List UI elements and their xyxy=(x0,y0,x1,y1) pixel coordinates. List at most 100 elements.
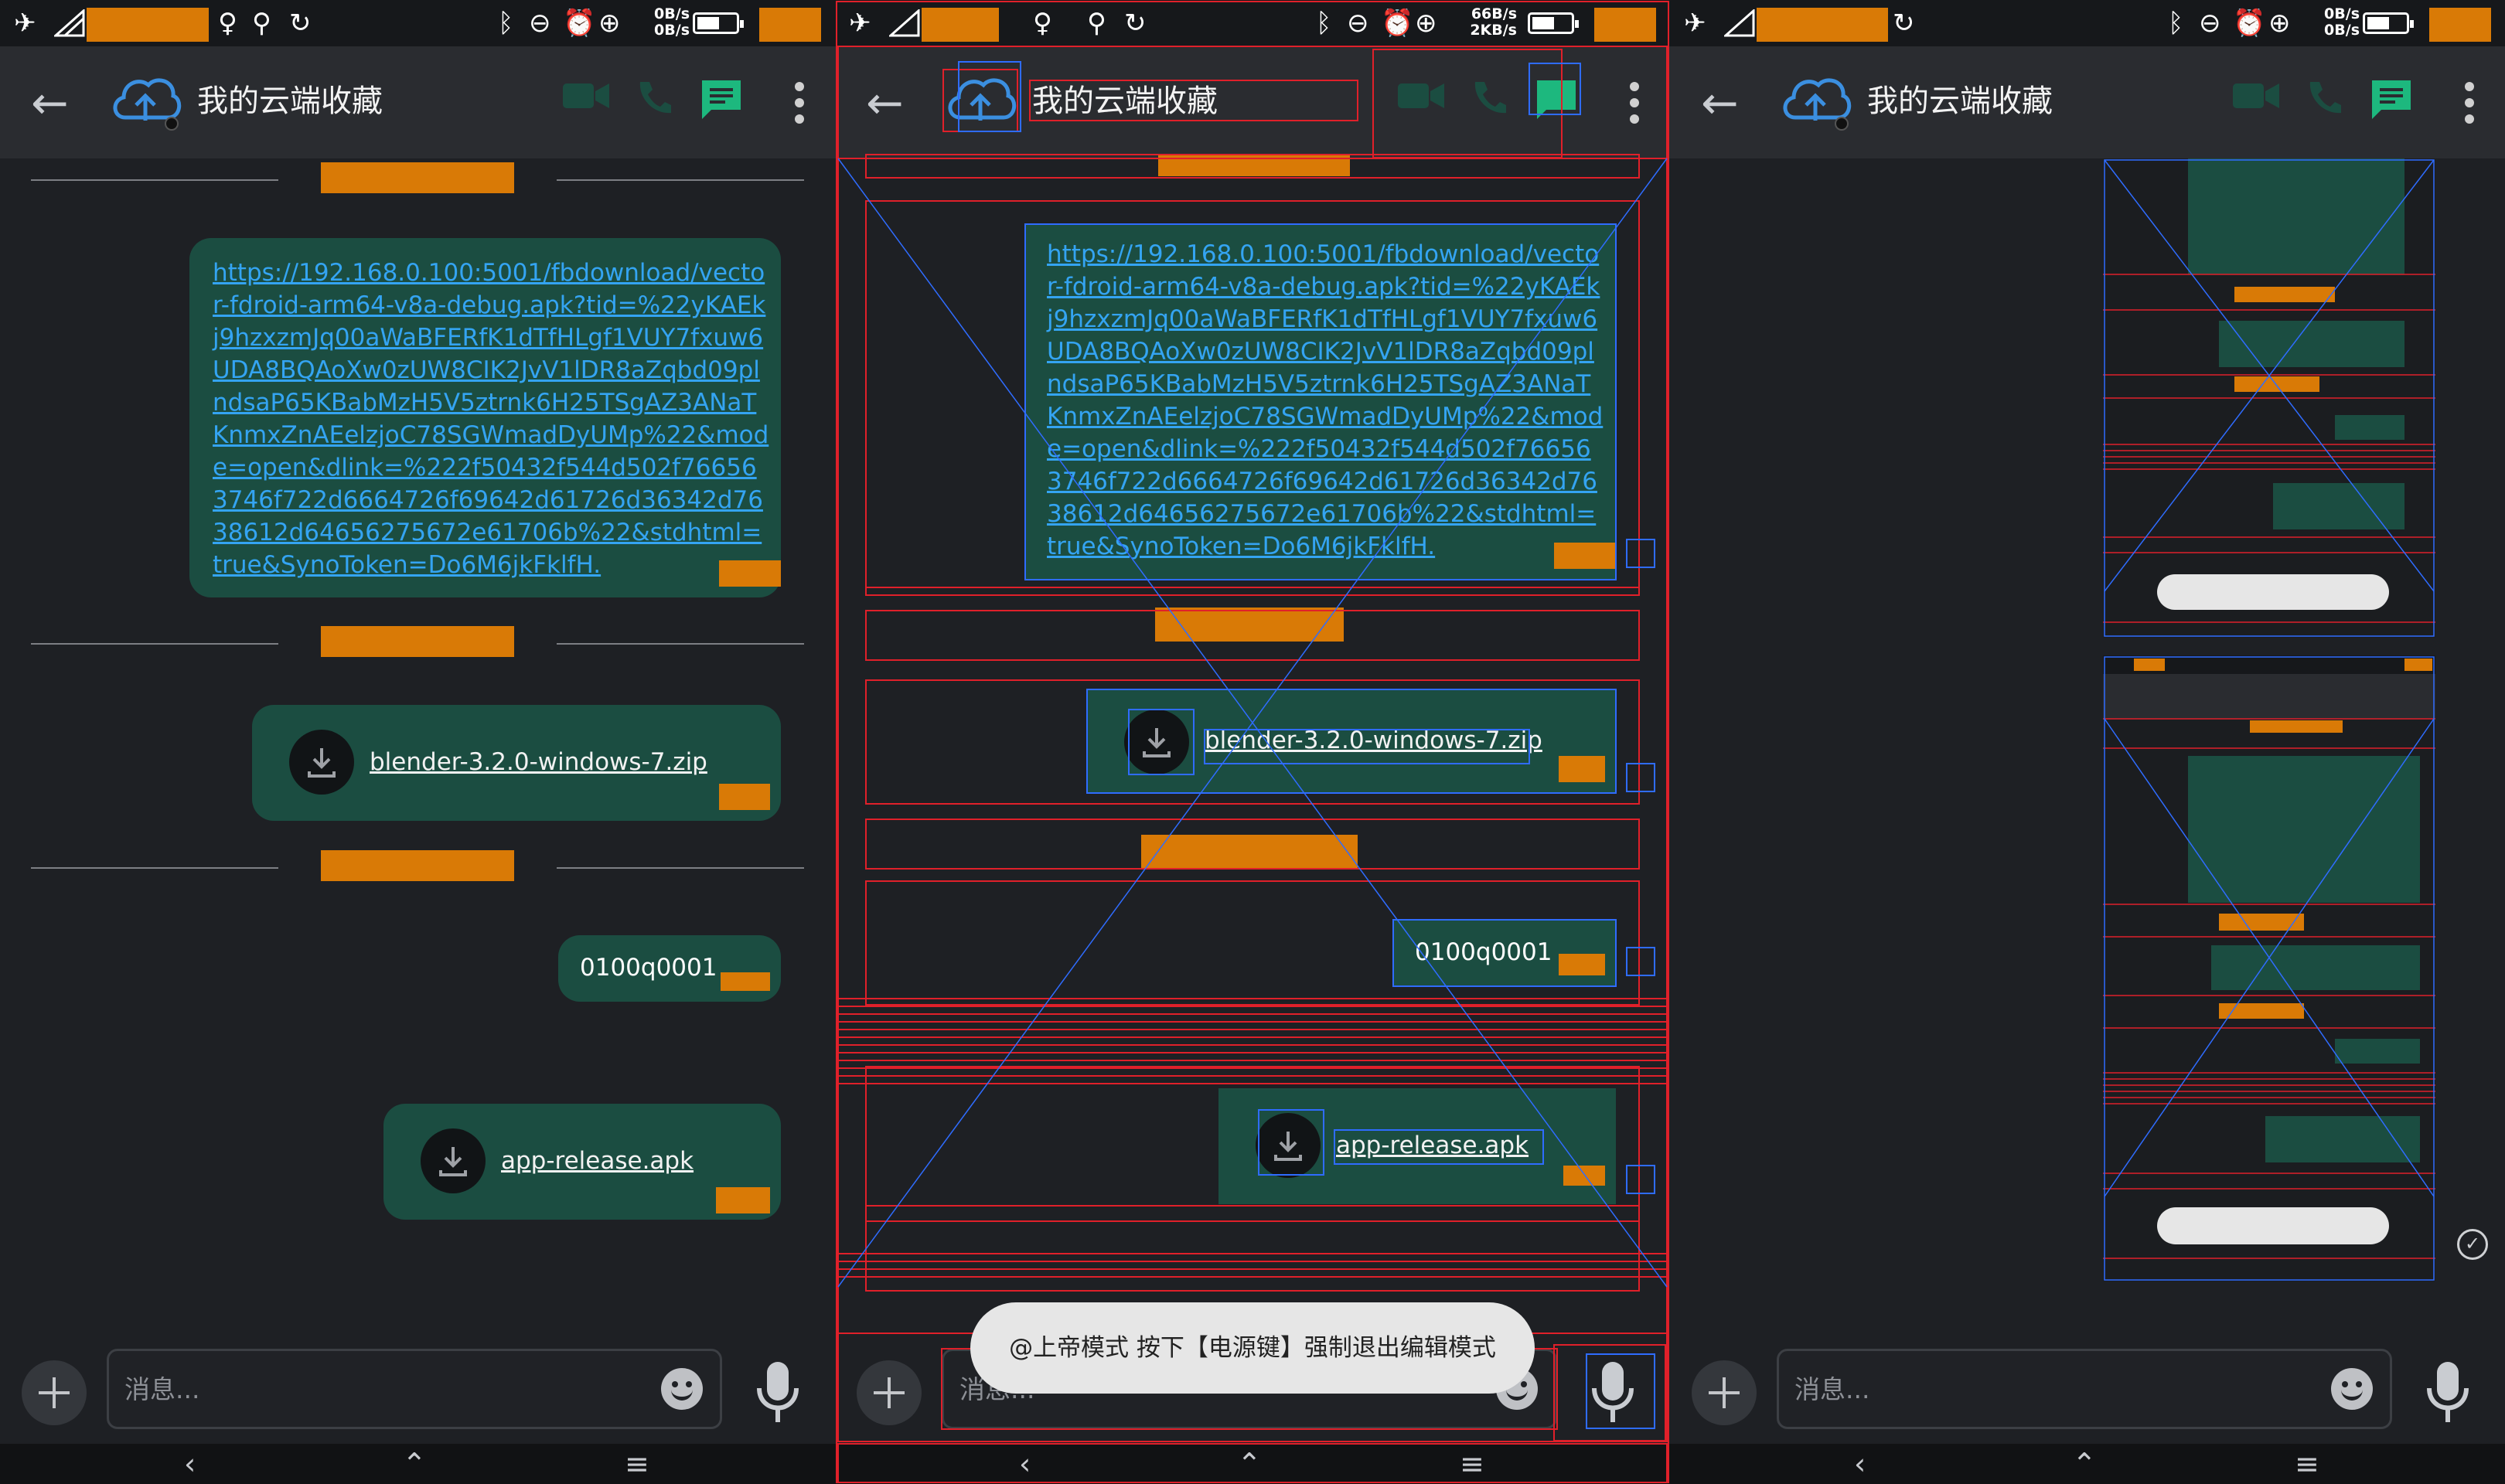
nav-bar: ‹ ⌃ ≡ xyxy=(835,1444,1670,1484)
bluetooth-icon: ᛒ xyxy=(2168,8,2184,39)
date-divider xyxy=(31,162,804,196)
mic-icon[interactable] xyxy=(2420,1357,2476,1427)
airplane-icon: ✈ xyxy=(14,8,36,39)
file-bubble[interactable]: blender-3.2.0-windows-7.zip xyxy=(252,705,781,821)
emoji-icon[interactable] xyxy=(2331,1368,2373,1410)
layout-thumbnail-top xyxy=(2103,158,2435,638)
file-name[interactable]: app-release.apk xyxy=(501,1147,694,1175)
redacted-carrier xyxy=(922,8,999,42)
back-arrow-icon[interactable]: ← xyxy=(31,77,69,129)
redacted-timestamp xyxy=(721,972,770,991)
sms-icon[interactable] xyxy=(2370,79,2412,121)
file-bubble[interactable]: app-release.apk xyxy=(1218,1088,1616,1204)
redacted-carrier xyxy=(87,8,209,42)
message-link[interactable]: https://192.168.0.100:5001/fbdownload/ve… xyxy=(213,259,769,579)
page-title: 我的云端收藏 xyxy=(197,83,383,119)
nav-bar: ‹ ⌃ ≡ xyxy=(1670,1444,2505,1484)
message-input[interactable]: 消息... xyxy=(1777,1349,2392,1429)
phone-icon[interactable] xyxy=(636,79,673,116)
file-bubble[interactable]: app-release.apk xyxy=(383,1104,781,1220)
redacted-time xyxy=(1594,8,1656,42)
text-bubble[interactable]: 0100q0001 xyxy=(1393,920,1616,986)
file-name[interactable]: blender-3.2.0-windows-7.zip xyxy=(1205,727,1542,754)
file-name[interactable]: app-release.apk xyxy=(1336,1132,1529,1159)
redacted-date xyxy=(1155,608,1344,642)
cloud-upload-icon[interactable] xyxy=(943,70,1017,131)
nav-home-button[interactable]: ⌃ xyxy=(2072,1447,2097,1481)
text-bubble[interactable]: 0100q0001 xyxy=(558,935,781,1002)
nav-home-button[interactable]: ⌃ xyxy=(402,1447,427,1481)
nav-home-button[interactable]: ⌃ xyxy=(1237,1447,1262,1481)
redacted-time xyxy=(2429,8,2491,42)
nav-back-button[interactable]: ‹ xyxy=(1019,1447,1031,1481)
mic-icon[interactable] xyxy=(750,1357,806,1427)
video-call-icon[interactable] xyxy=(561,79,611,113)
redacted-timestamp xyxy=(1559,954,1605,975)
sms-icon[interactable] xyxy=(1535,79,1577,121)
sms-icon[interactable] xyxy=(700,79,742,121)
more-vert-icon[interactable] xyxy=(795,82,804,131)
nav-recents-button[interactable]: ≡ xyxy=(2295,1447,2319,1481)
file-bubble[interactable]: blender-3.2.0-windows-7.zip xyxy=(1087,689,1616,793)
nav-recents-button[interactable]: ≡ xyxy=(625,1447,649,1481)
app-bar: ← 我的云端收藏 xyxy=(1670,46,2505,158)
emoji-icon[interactable] xyxy=(661,1368,703,1410)
redacted-date xyxy=(1141,835,1358,869)
battery-icon xyxy=(2363,12,2414,34)
nav-recents-button[interactable]: ≡ xyxy=(1460,1447,1484,1481)
download-icon[interactable] xyxy=(1256,1113,1321,1178)
nav-bar: ‹ ⌃ ≡ xyxy=(0,1444,835,1484)
phone-icon[interactable] xyxy=(1471,79,1508,116)
message-bubble[interactable]: https://192.168.0.100:5001/fbdownload/ve… xyxy=(1025,224,1616,580)
redacted-timestamp xyxy=(719,560,781,587)
check-icon[interactable]: ✓ xyxy=(2457,1229,2488,1260)
sync-icon: ↻ xyxy=(289,8,312,39)
nav-back-button[interactable]: ‹ xyxy=(184,1447,196,1481)
redacted-timestamp xyxy=(1559,756,1605,782)
message-link[interactable]: https://192.168.0.100:5001/fbdownload/ve… xyxy=(1047,240,1604,560)
download-icon[interactable] xyxy=(289,730,354,795)
phone-icon[interactable] xyxy=(2306,79,2343,116)
add-attachment-button[interactable] xyxy=(22,1360,87,1425)
back-arrow-icon[interactable]: ← xyxy=(1701,77,1739,129)
redacted-date xyxy=(1158,155,1350,176)
video-call-icon[interactable] xyxy=(2231,79,2281,113)
download-icon[interactable] xyxy=(421,1128,486,1193)
battery-icon xyxy=(1528,12,1579,34)
video-call-icon[interactable] xyxy=(1396,79,1446,113)
mic-icon[interactable] xyxy=(1585,1357,1641,1427)
wifi-icon xyxy=(1724,9,1755,37)
dnd-icon: ⊖ xyxy=(2199,8,2221,39)
cloud-upload-icon[interactable] xyxy=(1778,70,1852,131)
redacted-time xyxy=(759,8,821,42)
back-arrow-icon[interactable]: ← xyxy=(866,77,904,129)
battery-icon xyxy=(693,12,744,34)
more-vert-icon[interactable] xyxy=(2465,82,2474,131)
vpn-icon: ⊕ xyxy=(2268,8,2291,39)
add-attachment-button[interactable] xyxy=(857,1360,922,1425)
message-placeholder: 消息... xyxy=(124,1374,200,1404)
bluetooth-icon: ᛒ xyxy=(498,8,514,39)
more-vert-icon[interactable] xyxy=(1630,82,1639,131)
message-input[interactable]: 消息... xyxy=(107,1349,722,1429)
cloud-upload-icon[interactable] xyxy=(108,70,182,131)
redacted-timestamp xyxy=(719,784,770,810)
message-placeholder: 消息... xyxy=(1794,1374,1870,1404)
sync-icon: ↻ xyxy=(1893,8,1915,39)
bulb-icon: ♀ xyxy=(218,8,237,39)
download-icon[interactable] xyxy=(1124,710,1189,774)
toast-message: @上帝模式 按下【电源键】强制退出编辑模式 xyxy=(970,1302,1535,1394)
message-bubble[interactable]: https://192.168.0.100:5001/fbdownload/ve… xyxy=(189,238,781,597)
app-bar: ← 我的云端收藏 xyxy=(835,46,1670,158)
add-attachment-button[interactable] xyxy=(1692,1360,1757,1425)
nav-back-button[interactable]: ‹ xyxy=(1854,1447,1866,1481)
bulb-icon: ♀ xyxy=(1033,8,1052,39)
alarm-icon: ⏰ xyxy=(563,8,596,39)
file-name[interactable]: blender-3.2.0-windows-7.zip xyxy=(370,748,707,776)
